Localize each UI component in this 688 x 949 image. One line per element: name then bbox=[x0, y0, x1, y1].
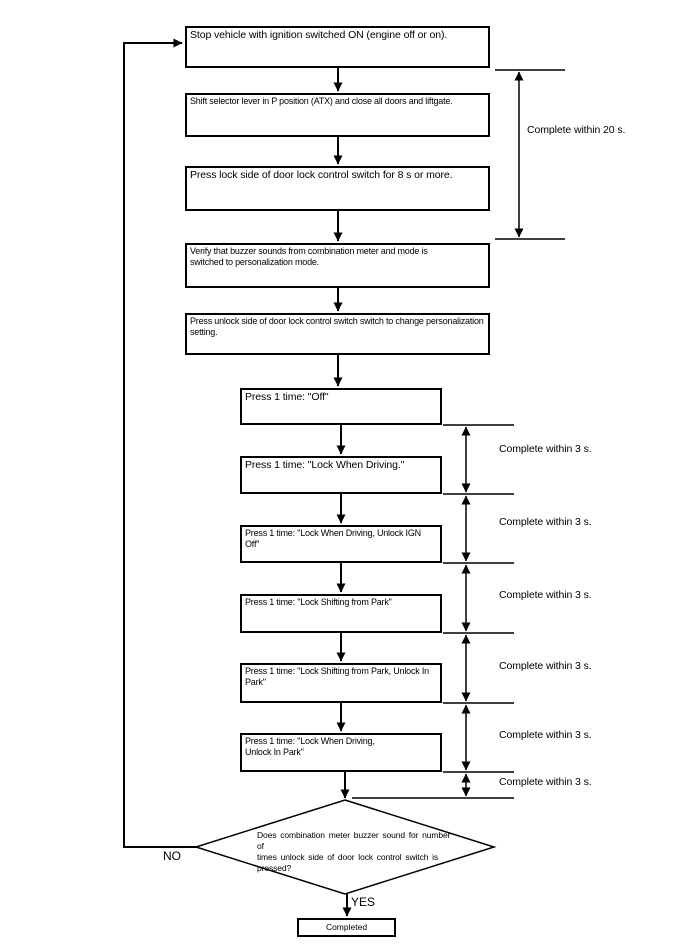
branch-label-yes: YES bbox=[351, 895, 376, 909]
timing-label-3s: Complete within 3 s. bbox=[499, 589, 592, 601]
decision-diamond bbox=[193, 799, 497, 895]
timing-label-3s: Complete within 3 s. bbox=[499, 776, 592, 788]
step-box-stop-vehicle: Stop vehicle with ignition switched ON (… bbox=[185, 26, 490, 68]
timing-label-3s: Complete within 3 s. bbox=[499, 516, 592, 528]
timing-label-3s: Complete within 3 s. bbox=[499, 660, 592, 672]
no-feedback-line bbox=[123, 38, 196, 848]
step-box-unlock-in-park: Press 1 time: "Lock Shifting from Park, … bbox=[240, 663, 442, 703]
step-box-shift-selector: Shift selector lever in P position (ATX)… bbox=[185, 93, 490, 137]
timing-label-3s: Complete within 3 s. bbox=[499, 729, 592, 741]
connector-arrows bbox=[333, 68, 352, 917]
step-box-driving-unlock-park: Press 1 time: "Lock When Driving, Unlock… bbox=[240, 733, 442, 772]
step-box-press-1-off: Press 1 time: "Off" bbox=[240, 388, 442, 425]
terminal-completed: Completed bbox=[297, 918, 396, 937]
dimension-20s bbox=[495, 69, 565, 240]
dimension-3s bbox=[352, 424, 514, 799]
step-box-unlock-ign-off: Press 1 time: "Lock When Driving, Unlock… bbox=[240, 525, 442, 563]
step-box-verify-buzzer: Verify that buzzer sounds from combinati… bbox=[185, 243, 490, 288]
timing-label-3s: Complete within 3 s. bbox=[499, 443, 592, 455]
branch-label-no: NO bbox=[163, 849, 181, 863]
step-box-lock-when-driving: Press 1 time: "Lock When Driving." bbox=[240, 456, 442, 494]
decision-question: Does combination meter buzzer sound for … bbox=[257, 830, 451, 874]
step-box-press-unlock-side: Press unlock side of door lock control s… bbox=[185, 313, 490, 355]
step-box-lock-shifting-park: Press 1 time: "Lock Shifting from Park" bbox=[240, 594, 442, 633]
timing-label-20s: Complete within 20 s. bbox=[527, 124, 626, 136]
step-box-press-lock-side: Press lock side of door lock control swi… bbox=[185, 166, 490, 211]
